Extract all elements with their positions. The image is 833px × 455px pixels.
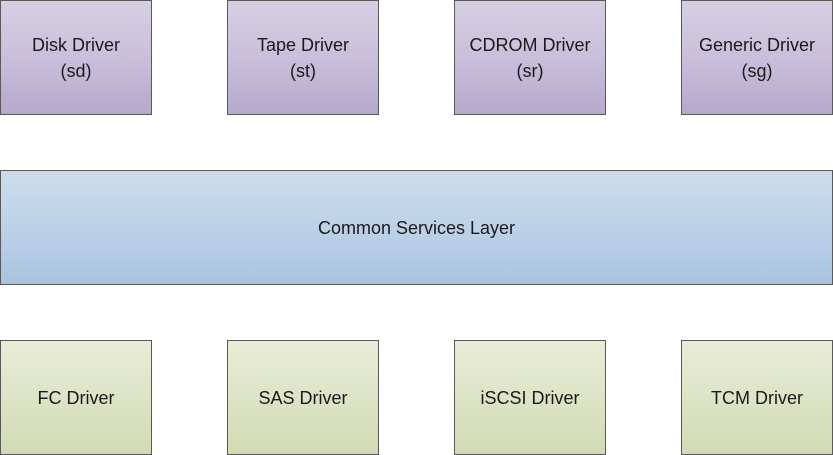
tcm-driver-box: TCM Driver [681,340,833,455]
disk-driver-box: Disk Driver (sd) [0,0,152,115]
fc-driver-label: FC Driver [37,387,115,408]
tape-driver-label: Tape Driver [256,34,350,55]
fc-driver-box: FC Driver [0,340,152,455]
cdrom-driver-label: CDROM Driver [469,34,591,55]
cdrom-driver-box: CDROM Driver (sr) [454,0,606,115]
tape-driver-box: Tape Driver (st) [227,0,379,115]
iscsi-driver-label: iSCSI Driver [480,387,580,408]
sas-driver-label: SAS Driver [258,387,348,408]
common-services-layer-box: Common Services Layer [0,170,833,285]
iscsi-driver-box: iSCSI Driver [454,340,606,455]
tape-driver-code: (st) [290,60,316,81]
disk-driver-code: (sd) [60,60,92,81]
cdrom-driver-code: (sr) [516,60,544,81]
disk-driver-label: Disk Driver [32,34,120,55]
generic-driver-label: Generic Driver [698,34,816,55]
generic-driver-code: (sg) [741,60,773,81]
sas-driver-box: SAS Driver [227,340,379,455]
common-services-layer-label: Common Services Layer [317,217,516,238]
generic-driver-box: Generic Driver (sg) [681,0,833,115]
tcm-driver-label: TCM Driver [711,387,803,408]
